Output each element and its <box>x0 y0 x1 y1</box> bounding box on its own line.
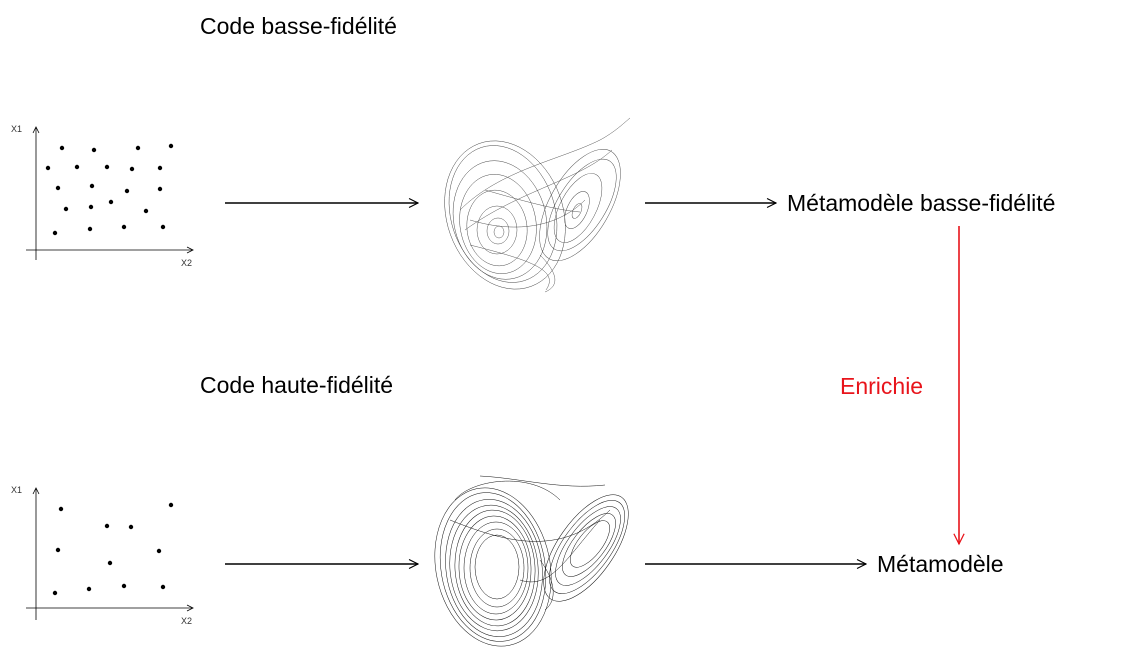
hf-point <box>157 549 161 553</box>
hf-point <box>122 584 126 588</box>
hf-point <box>53 591 57 595</box>
lf-point <box>169 144 173 148</box>
enrichment-label: Enrichie <box>840 373 923 400</box>
lf-point <box>130 167 134 171</box>
lf-point <box>158 166 162 170</box>
lf-point <box>56 186 60 190</box>
hf-point <box>108 561 112 565</box>
lf-point <box>105 165 109 169</box>
hf-point <box>56 548 60 552</box>
hf-scatter-plot <box>26 488 193 620</box>
hf-sample-points <box>53 503 173 595</box>
lf-point <box>136 146 140 150</box>
low-fidelity-code-title: Code basse-fidélité <box>200 13 397 40</box>
lf-point <box>158 187 162 191</box>
lf-point <box>92 148 96 152</box>
lf-point <box>161 225 165 229</box>
hf-point <box>161 585 165 589</box>
lf-point <box>53 231 57 235</box>
hf-point <box>87 587 91 591</box>
lf-x-axis-label: X2 <box>181 258 192 268</box>
hf-point <box>105 524 109 528</box>
lf-sample-points <box>46 144 173 235</box>
hf-point <box>59 507 63 511</box>
lf-point <box>122 225 126 229</box>
lf-point <box>109 200 113 204</box>
lf-scatter-plot <box>26 127 193 260</box>
lf-point <box>125 189 129 193</box>
hf-x-axis-label: X2 <box>181 616 192 626</box>
lf-point <box>75 165 79 169</box>
lf-point <box>88 227 92 231</box>
metamodel-label: Métamodèle <box>877 551 1004 578</box>
hf-lorenz-attractor <box>421 476 645 655</box>
hf-point <box>129 525 133 529</box>
lf-point <box>90 184 94 188</box>
hf-y-axis-label: X1 <box>11 485 22 495</box>
hf-point <box>169 503 173 507</box>
lf-lorenz-attractor <box>425 118 637 306</box>
lf-point <box>46 166 50 170</box>
lf-y-axis-label: X1 <box>11 124 22 134</box>
low-fidelity-metamodel-label: Métamodèle basse-fidélité <box>787 190 1055 217</box>
lf-point <box>60 146 64 150</box>
lf-point <box>64 207 68 211</box>
lf-point <box>89 205 93 209</box>
high-fidelity-code-title: Code haute-fidélité <box>200 372 393 399</box>
lf-point <box>144 209 148 213</box>
